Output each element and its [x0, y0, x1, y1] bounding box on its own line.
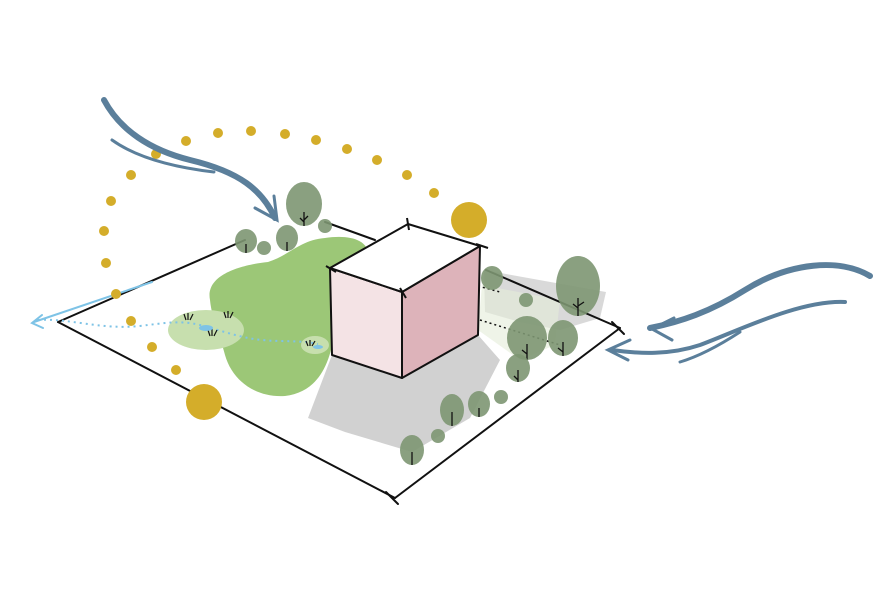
runoff-arrow	[30, 281, 153, 329]
sun-rise	[186, 384, 222, 420]
tree	[286, 182, 322, 226]
wind-arrow-northwest	[101, 97, 279, 223]
tree	[400, 435, 424, 465]
tree	[519, 293, 533, 307]
tree	[276, 225, 298, 251]
wind-arrows	[101, 97, 873, 364]
tree	[235, 229, 257, 253]
tree	[507, 316, 547, 360]
tree	[548, 320, 578, 356]
dotted-stream	[37, 318, 319, 345]
sun-set	[451, 202, 487, 238]
site-boundary	[57, 221, 625, 505]
tree-clusters	[235, 182, 600, 465]
sun-path	[99, 126, 487, 420]
tree	[494, 390, 508, 404]
wind-arrow-east	[604, 262, 873, 364]
green-lawn	[168, 236, 369, 397]
tree	[506, 354, 530, 382]
tree	[481, 266, 503, 290]
tree	[468, 391, 490, 417]
tree	[431, 429, 445, 443]
tree	[257, 241, 271, 255]
wetland-grass	[183, 311, 323, 349]
tree	[318, 219, 332, 233]
tree	[556, 256, 600, 316]
building-massing	[325, 217, 489, 379]
tree	[440, 394, 464, 426]
